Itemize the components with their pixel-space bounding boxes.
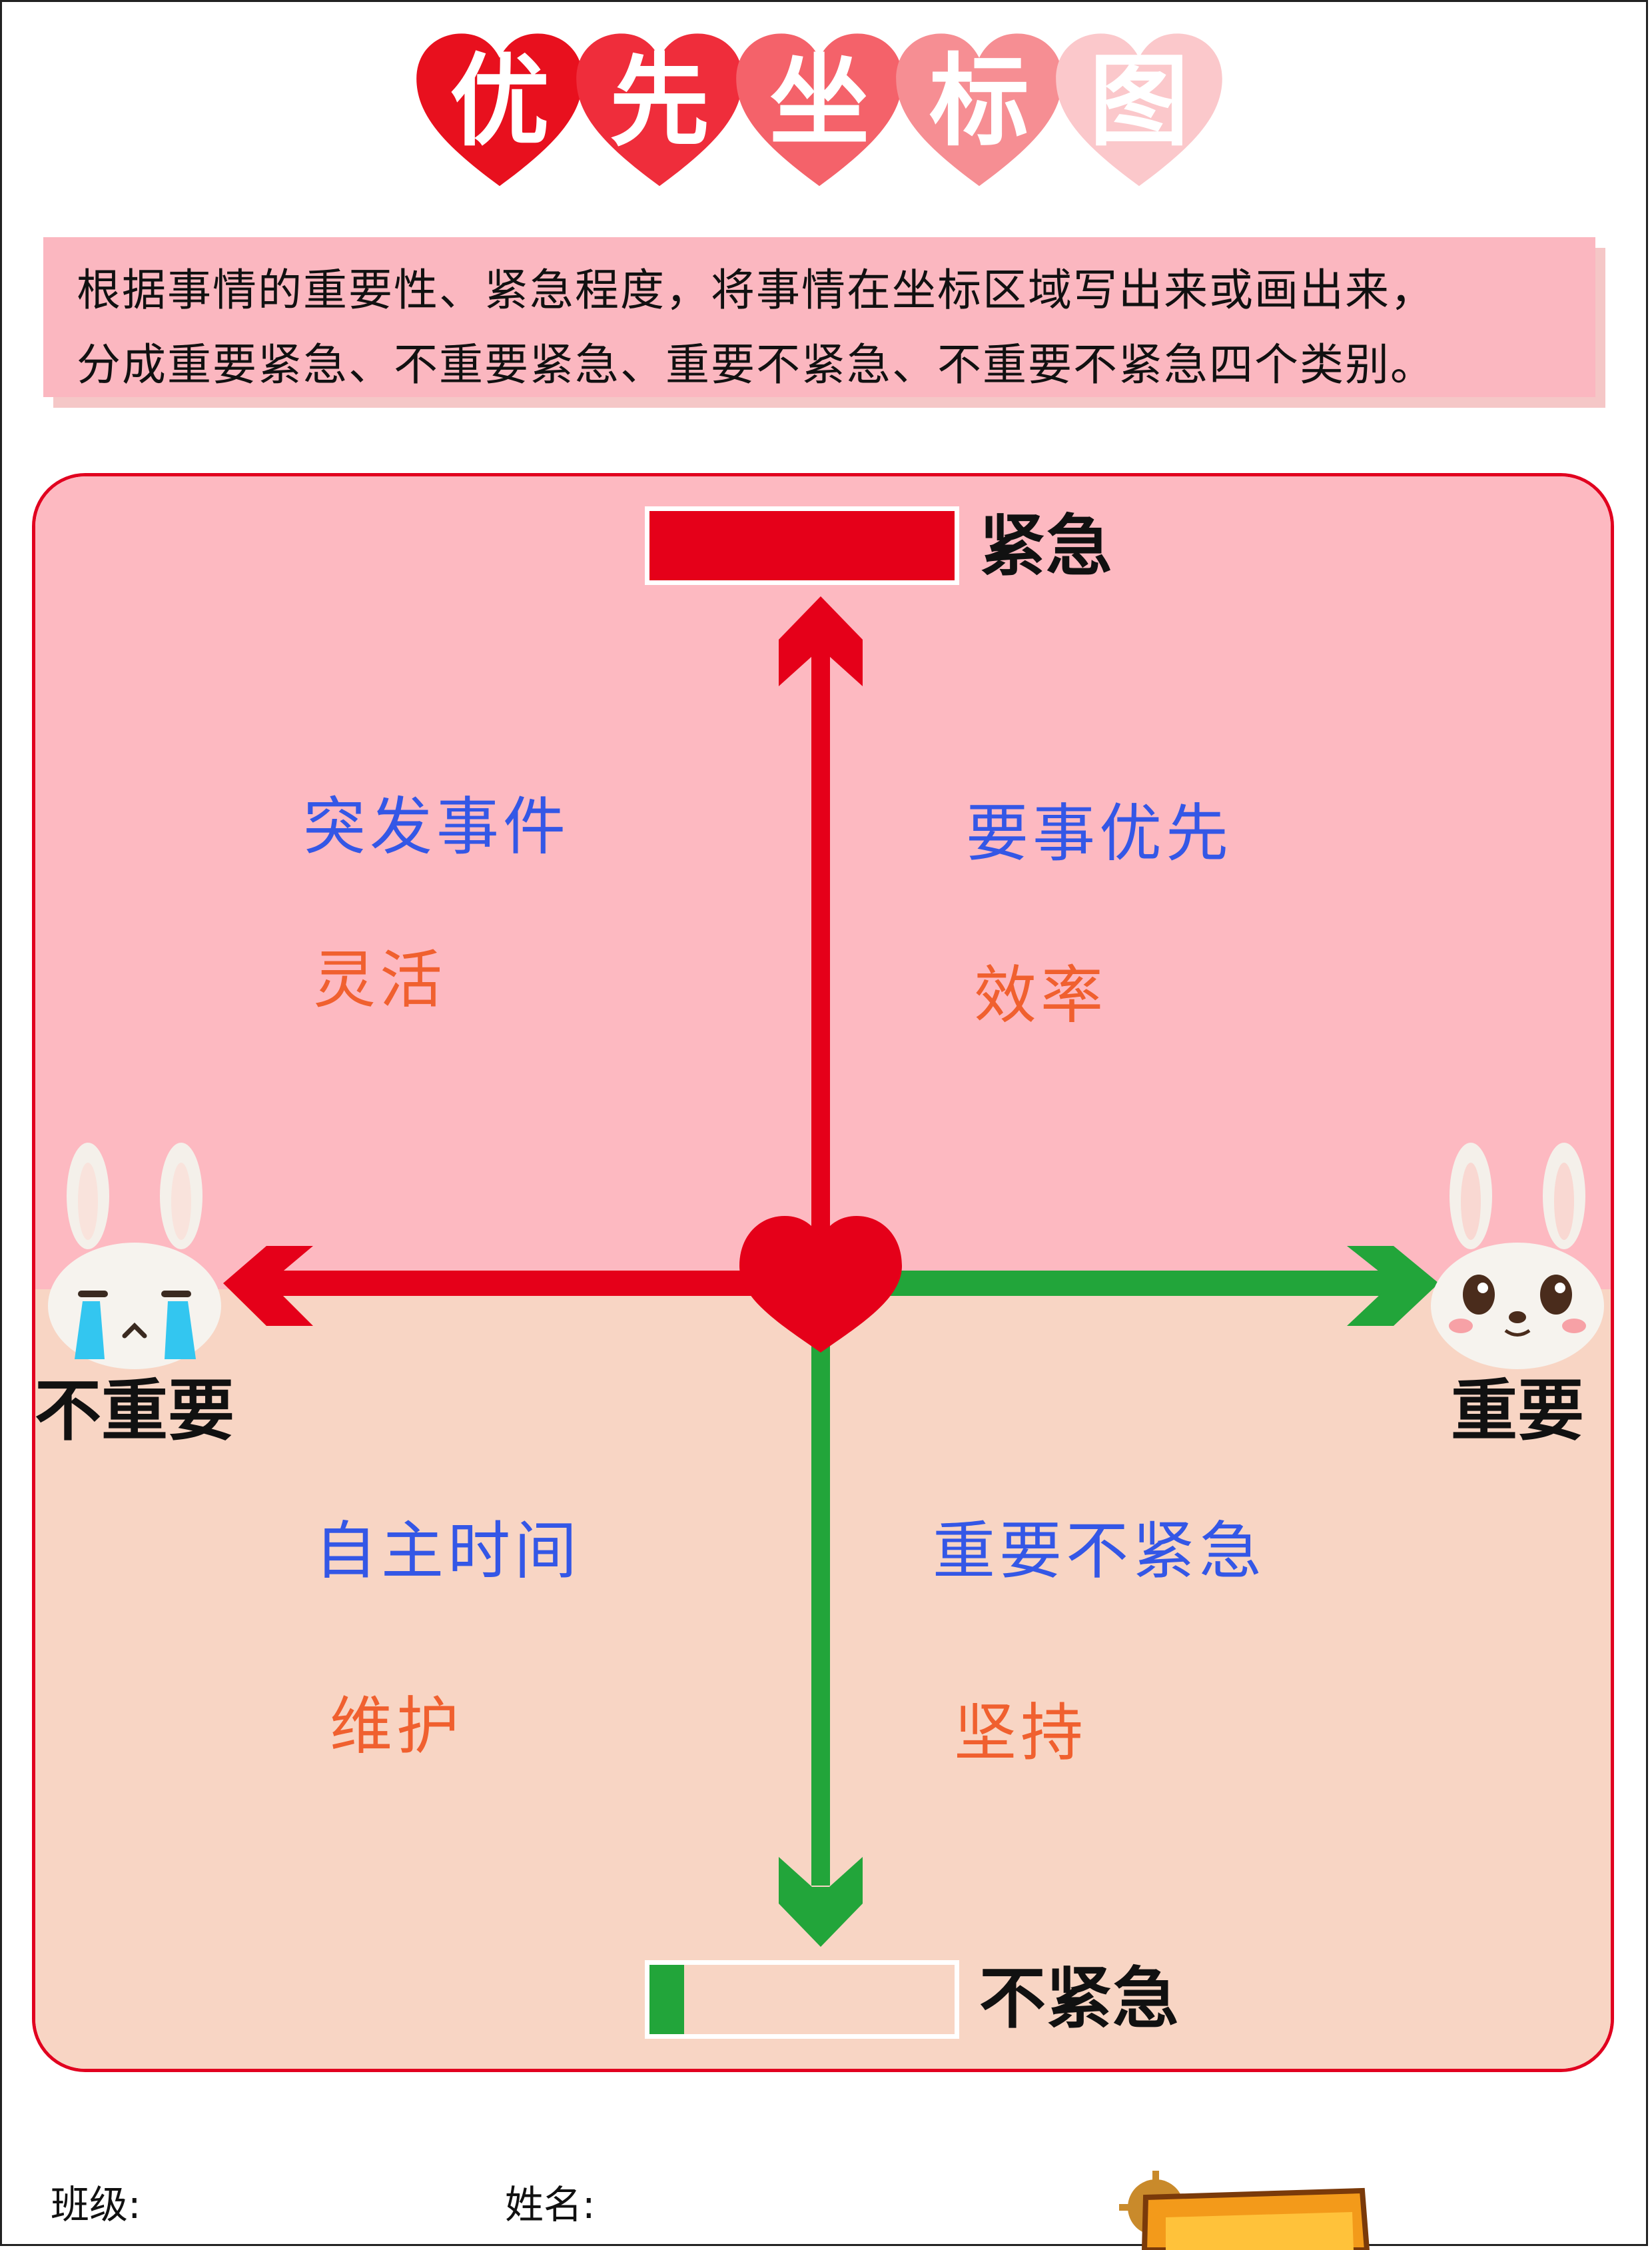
heart-icon (416, 33, 583, 187)
page-title: 优 先 坐 标 图 (413, 27, 1239, 200)
not-urgent-label: 不紧急 (979, 1960, 1179, 2037)
urgent-axis-line (811, 633, 830, 1273)
important-label: 重要 (1451, 1372, 1584, 1450)
not-important-axis-line (280, 1271, 826, 1296)
quadrant-top-left-word: 灵活 (313, 944, 447, 1017)
logo-icon (1119, 2171, 1372, 2250)
arrow-down-icon (779, 1857, 863, 1947)
title-heart-4: 标 (893, 27, 1066, 200)
title-heart-2: 先 (573, 27, 746, 200)
arrow-right-icon (1347, 1246, 1439, 1326)
sad-bunny-icon (41, 1143, 228, 1369)
not-urgent-bar-fill (649, 1965, 684, 2034)
not-important-label: 不重要 (35, 1372, 234, 1450)
quadrant-top-right-word: 效率 (974, 959, 1108, 1032)
not-urgent-axis-line (811, 1286, 830, 1886)
instructions-box: 根据事情的重要性、紧急程度，将事情在坐标区域写出来或画出来， 分成重要紧急、不重… (43, 237, 1595, 397)
title-heart-1: 优 (413, 27, 586, 200)
title-char: 图 (1088, 43, 1189, 160)
urgent-bar (645, 506, 959, 585)
title-char: 坐 (769, 43, 869, 160)
center-heart-icon (739, 1216, 902, 1353)
title-char: 优 (449, 43, 550, 160)
name-label: 姓名: (505, 2182, 596, 2227)
quadrant-top-left-title: 突发事件 (303, 791, 570, 863)
title-char: 标 (929, 43, 1029, 160)
title-heart-5: 图 (1052, 27, 1226, 200)
instructions-line-2: 分成重要紧急、不重要紧急、重要不紧急、不重要不紧急四个类别。 (77, 339, 1436, 390)
heart-icon (1056, 33, 1222, 187)
title-char: 先 (609, 43, 709, 160)
class-label: 班级: (51, 2182, 141, 2227)
heart-icon (576, 33, 743, 187)
heart-icon (896, 33, 1062, 187)
not-urgent-bar (645, 1960, 959, 2039)
quadrant-top-right-title: 要事优先 (966, 798, 1233, 870)
quadrant-bottom-right-word: 坚持 (954, 1697, 1088, 1770)
important-axis-line (819, 1271, 1406, 1296)
heart-icon (736, 33, 903, 187)
title-heart-3: 坐 (733, 27, 906, 200)
instructions-line-1: 根据事情的重要性、紧急程度，将事情在坐标区域写出来或画出来， (77, 265, 1436, 316)
quadrant-bottom-left-title: 自主时间 (314, 1515, 582, 1588)
quadrant-bottom-right-title: 重要不紧急 (933, 1515, 1266, 1588)
happy-bunny-icon (1424, 1143, 1611, 1369)
arrow-up-icon (779, 596, 863, 686)
arrow-left-icon (223, 1246, 313, 1326)
urgent-label: 紧急 (979, 507, 1112, 585)
quadrant-bottom-left-word: 维护 (330, 1690, 464, 1763)
